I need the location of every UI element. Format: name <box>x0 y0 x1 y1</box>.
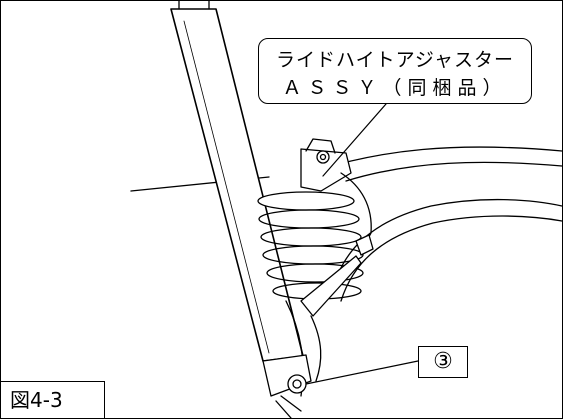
adjuster-bracket <box>300 148 352 192</box>
wheel-arch <box>330 198 562 297</box>
figure-label: 図4-3 <box>1 381 105 418</box>
control-arm <box>300 255 362 317</box>
number-leader <box>305 360 419 385</box>
callout-leader <box>322 103 387 177</box>
wheel-arch-inner <box>340 215 562 302</box>
part-number-label: ③ <box>418 346 468 378</box>
strut-top <box>178 1 210 10</box>
strut-shading <box>183 20 270 354</box>
fender-line <box>320 146 562 170</box>
sensor-wire <box>340 172 372 252</box>
callout-title: ライドハイトアジャスター <box>276 49 514 71</box>
bolt <box>287 374 307 394</box>
coil-spring <box>257 191 364 300</box>
callout-ride-height-adjuster: ライドハイトアジャスター ＡＳＳＹ（同梱品） <box>258 38 532 104</box>
callout-subtitle: ＡＳＳＹ（同梱品） <box>282 77 508 99</box>
lower-mount <box>262 354 312 397</box>
fender-line-lower <box>345 161 562 182</box>
